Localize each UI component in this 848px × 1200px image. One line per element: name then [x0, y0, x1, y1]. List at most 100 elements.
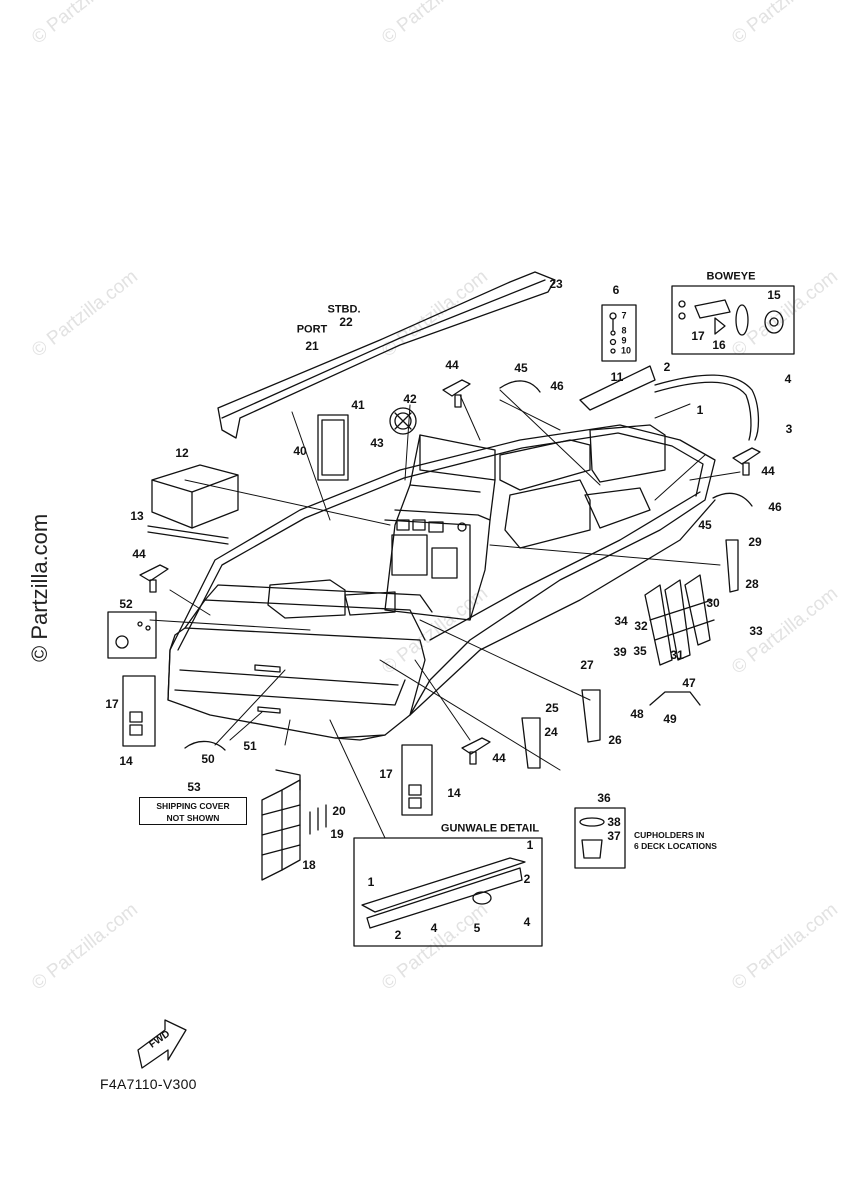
callout-6: 6 — [612, 283, 620, 297]
hardware-box-14 — [122, 675, 433, 816]
callout-37: 37 — [607, 829, 621, 843]
callout-1: 1 — [526, 838, 534, 852]
callout-5: 5 — [473, 921, 481, 935]
callout-17: 17 — [691, 329, 705, 343]
callout-46: 46 — [768, 500, 782, 514]
callout-38: 38 — [607, 815, 621, 829]
callout-2: 2 — [523, 872, 531, 886]
callout-9: 9 — [621, 335, 627, 346]
shipping-cover-line1: SHIPPING COVER — [156, 801, 230, 811]
callout-48: 48 — [630, 707, 644, 721]
partzilla-copyright: © Partzilla.com — [27, 513, 52, 662]
callout-14: 14 — [447, 786, 461, 800]
callout-49: 49 — [663, 712, 677, 726]
callout-25: 25 — [545, 701, 559, 715]
callout-26: 26 — [608, 733, 622, 747]
callout-16: 16 — [712, 338, 726, 352]
callout-30: 30 — [706, 596, 720, 610]
callout-23: 23 — [549, 277, 563, 291]
callout-13: 13 — [130, 509, 144, 523]
callout-3: 3 — [785, 422, 793, 436]
rub-rail — [654, 374, 760, 441]
callout-4: 4 — [784, 372, 792, 386]
callout-34: 34 — [614, 614, 628, 628]
gunwale-detail-label: GUNWALE DETAIL — [440, 822, 540, 835]
callout-45: 45 — [698, 518, 712, 532]
boweye-label: BOWEYE — [706, 270, 756, 283]
callout-46: 46 — [550, 379, 564, 393]
callout-15: 15 — [767, 288, 781, 302]
callout-44: 44 — [492, 751, 506, 765]
callout-17: 17 — [379, 767, 393, 781]
callout-1: 1 — [367, 875, 375, 889]
callout-28: 28 — [745, 577, 759, 591]
callout-4: 4 — [523, 915, 531, 929]
cooler — [151, 464, 239, 529]
callout-14: 14 — [119, 754, 133, 768]
callout-22: 22 — [339, 315, 353, 329]
callout-32: 32 — [634, 619, 648, 633]
plate — [579, 365, 656, 411]
callout-41: 41 — [351, 398, 365, 412]
callout-7: 7 — [621, 310, 627, 321]
callout-11: 11 — [610, 370, 624, 384]
gunwale-detail-box — [353, 837, 543, 947]
callout-4: 4 — [430, 921, 438, 935]
callout-31: 31 — [670, 648, 684, 662]
rods — [147, 525, 229, 545]
bracket — [649, 691, 701, 706]
hatch — [389, 407, 417, 435]
panel — [317, 414, 349, 481]
cupholders-note: CUPHOLDERS IN 6 DECK LOCATIONS — [634, 830, 717, 852]
cleat — [139, 379, 761, 765]
callout-35: 35 — [633, 644, 647, 658]
callout-2: 2 — [663, 360, 671, 374]
callout-44: 44 — [132, 547, 146, 561]
hull — [167, 424, 716, 741]
callout-33: 33 — [749, 624, 763, 638]
callout-24: 24 — [544, 725, 558, 739]
fwd-arrow — [137, 1019, 187, 1069]
seats — [267, 424, 666, 619]
callout-53: 53 — [187, 780, 201, 794]
callout-12: 12 — [175, 446, 189, 460]
callout-36: 36 — [597, 791, 611, 805]
callout-42: 42 — [403, 392, 417, 406]
callout-2: 2 — [394, 928, 402, 942]
hardware-6 — [601, 304, 637, 362]
callout-20: 20 — [332, 804, 346, 818]
callout-29: 29 — [748, 535, 762, 549]
shipping-cover-note: SHIPPING COVER NOT SHOWN — [139, 797, 247, 825]
callout-21: 21 — [305, 339, 319, 353]
cupholders-line2: 6 DECK LOCATIONS — [634, 841, 717, 851]
cupholder — [574, 807, 626, 869]
boweye-box — [671, 285, 795, 355]
callout-40: 40 — [293, 444, 307, 458]
hardware-box-52 — [107, 611, 157, 659]
ladder — [261, 769, 301, 881]
callout-52: 52 — [119, 597, 133, 611]
callout-45: 45 — [514, 361, 528, 375]
gunwale-trim — [217, 271, 556, 439]
callout-17: 17 — [105, 697, 119, 711]
cupholders-line1: CUPHOLDERS IN — [634, 830, 705, 840]
callout-1: 1 — [696, 403, 704, 417]
callout-50: 50 — [201, 752, 215, 766]
leader-lines — [149, 389, 741, 839]
port-label: PORT — [296, 323, 328, 336]
stbd-label: STBD. — [327, 303, 361, 316]
callout-43: 43 — [370, 436, 384, 450]
callout-8: 8 — [621, 325, 627, 336]
diagram-code: F4A7110-V300 — [100, 1076, 197, 1092]
rod-holder — [521, 539, 739, 769]
bolts — [309, 804, 327, 835]
callout-44: 44 — [445, 358, 459, 372]
callout-18: 18 — [302, 858, 316, 872]
callout-44: 44 — [761, 464, 775, 478]
rod-rack — [644, 574, 715, 666]
callout-39: 39 — [613, 645, 627, 659]
grab-handle — [184, 380, 753, 751]
callout-27: 27 — [580, 658, 594, 672]
